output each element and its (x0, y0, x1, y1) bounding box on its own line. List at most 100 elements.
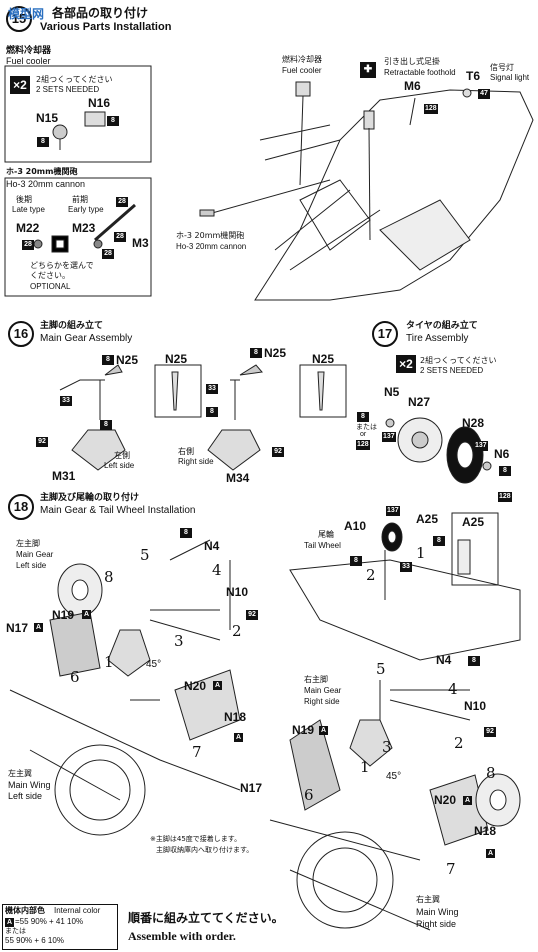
late-type-en: Late type (12, 205, 45, 214)
fuselage-top (254, 89, 534, 301)
fuel-cooler-box-frame (4, 65, 152, 163)
part-n4: N4 (436, 653, 452, 667)
left-wing-en1: Main Wing (8, 780, 51, 790)
step-mark: 5 (140, 546, 150, 564)
left-gear-jp: 左主脚 (16, 539, 40, 548)
part-m23: M23 (72, 221, 96, 235)
optional-text: OPTIONAL (30, 282, 71, 291)
right-wing-jp: 右主翼 (416, 895, 440, 904)
part-n4: N4 (204, 539, 220, 553)
qty-text-en: 2 SETS NEEDED (420, 366, 484, 375)
assemble-order-jp: 順番に組み立ててください。 (128, 911, 284, 925)
n25-detail-right (299, 364, 347, 418)
step-mark: 2 (232, 622, 242, 640)
a25-detail-box (451, 512, 499, 586)
fuel-cooler-callout-en: Fuel cooler (282, 66, 322, 75)
fuel-cooler-callout-jp: 燃料冷却器 (282, 55, 322, 64)
cannon-label-jp: ホ-3 20mm機関砲 (6, 167, 78, 176)
angle-45-right: 45° (386, 771, 402, 782)
step-mark: 3 (382, 738, 392, 756)
part-n10: N10 (464, 699, 487, 713)
left-engine (54, 744, 146, 836)
right-door-n19 (289, 719, 341, 811)
color-a-badge: A (234, 733, 243, 742)
step-16-title-jp: 主脚の組み立て (40, 321, 104, 331)
foothold-icon: ✚ (360, 62, 376, 78)
step-mark: 6 (70, 668, 80, 686)
part-n15: N15 (36, 111, 59, 125)
fuel-cooler-label-jp: 燃料冷却器 (6, 46, 52, 56)
tail-wheel-en: Tail Wheel (304, 541, 341, 550)
color-code-28: 28 (102, 249, 114, 259)
choose-text-jp2: ください。 (30, 271, 70, 280)
step-18-title-en: Main Gear & Tail Wheel Installation (40, 505, 196, 516)
color-code-8: 8 (37, 137, 49, 147)
gear-right (207, 364, 263, 471)
color-code-128: 128 (356, 440, 370, 450)
color-code-8: 8 (468, 656, 480, 666)
internal-color-en: Internal color (54, 906, 101, 915)
internal-color-legend (2, 904, 118, 950)
color-code-137: 137 (382, 432, 396, 442)
left-door-n20 (174, 669, 241, 741)
color-code-8: 8 (357, 412, 369, 422)
color-code-8: 8 (100, 420, 112, 430)
part-m6: M6 (404, 79, 421, 93)
n25-detail-left (154, 364, 202, 418)
step-mark: 2 (454, 734, 464, 752)
color-a-badge: A (82, 610, 91, 619)
color-code-128: 128 (424, 104, 438, 114)
step-mark: 1 (104, 653, 114, 671)
right-gear-en2: Right side (304, 697, 340, 706)
choose-text-jp: どちらかを選んで (30, 261, 94, 270)
part-n25: N25 (116, 353, 139, 367)
right-gear-jp: 右主脚 (304, 675, 328, 684)
or-jp: または (356, 423, 377, 431)
part-n16: N16 (88, 96, 111, 110)
right-side-en: Right side (178, 457, 214, 466)
color-code-8: 8 (107, 116, 119, 126)
step-15-title-jp: 各部品の取り付け (52, 6, 149, 20)
step-17-number: 17 (372, 321, 398, 347)
part-n27: N27 (408, 395, 431, 409)
color-code-33: 33 (206, 384, 218, 394)
step-mark: 1 (360, 758, 370, 776)
color-code-8: 8 (350, 556, 362, 566)
part-n19: N19 (52, 608, 75, 622)
part-a25: A25 (416, 512, 439, 526)
qty-text-jp: 2組つくってください (36, 75, 113, 84)
part-n19: N19 (292, 723, 315, 737)
color-code-28: 28 (114, 232, 126, 242)
color-code-47: 47 (478, 89, 490, 99)
color-code-8: 8 (499, 466, 511, 476)
part-n20: N20 (184, 679, 207, 693)
step-mark: 5 (376, 660, 386, 678)
qty-text-en: 2 SETS NEEDED (36, 85, 100, 94)
part-n25-detail: N25 (312, 352, 335, 366)
color-a-badge: A (486, 849, 495, 858)
step-16-title-en: Main Gear Assembly (40, 333, 133, 344)
foothold-callout-jp: 引き出し式足掛 (384, 57, 440, 66)
color-code-28: 28 (22, 240, 34, 250)
left-side-jp: 左側 (114, 451, 130, 460)
angle-45-left: 45° (146, 659, 162, 670)
signal-callout-en: Signal light (490, 73, 530, 82)
color-mix-line-2: 55 90% + 6 10% (5, 936, 64, 945)
gear-left (59, 364, 126, 471)
tail-outline (289, 559, 521, 661)
color-code-128: 128 (498, 492, 512, 502)
step-mark: 3 (174, 632, 184, 650)
right-wing-en2: Right side (416, 919, 457, 929)
cannon-callout-en: Ho-3 20mm cannon (176, 242, 247, 251)
signal-callout-jp: 信号灯 (490, 63, 514, 72)
right-side-jp: 右側 (178, 447, 194, 456)
cannon-label-en: Ho-3 20mm cannon (6, 179, 86, 189)
part-m3: M3 (132, 236, 149, 250)
part-m22: M22 (16, 221, 40, 235)
step-mark: 7 (446, 860, 456, 878)
qty-badge: ×2 (10, 76, 30, 94)
step-17-title-jp: タイヤの組み立て (406, 321, 478, 331)
left-wing-en2: Left side (8, 791, 43, 801)
step-17-title-en: Tire Assembly (406, 333, 469, 344)
color-a-badge: A (213, 681, 222, 690)
